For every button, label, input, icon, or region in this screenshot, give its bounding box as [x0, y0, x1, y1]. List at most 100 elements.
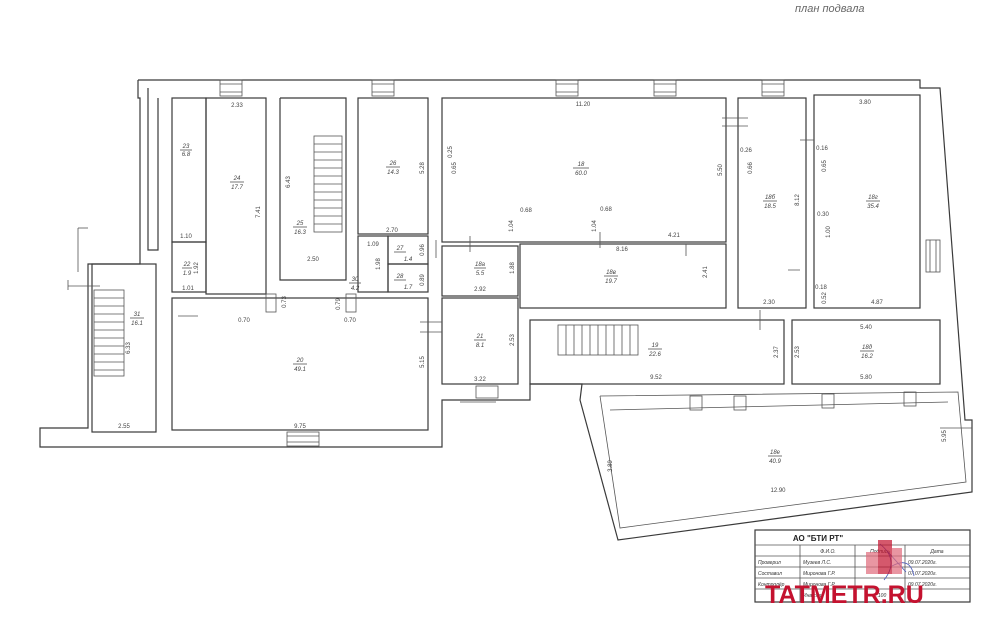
room-area: 1.4 [404, 257, 413, 263]
watermark-logo: TATMETR.RU [765, 540, 924, 609]
dim-label: 0.26 [740, 148, 752, 154]
dim-label: 2.30 [763, 300, 775, 306]
dim-label: 0.68 [600, 207, 612, 213]
room-number: 27 [396, 246, 404, 252]
dim-label: 2.53 [795, 346, 801, 358]
room-number: 20 [296, 358, 304, 364]
stamp-org: АО "БТИ РТ" [793, 534, 843, 543]
room-number: 25 [296, 221, 304, 227]
dim-label: 3.89 [608, 460, 614, 472]
room-18e: 18е 40.9 [768, 450, 782, 465]
dim-label: 1.92 [194, 262, 200, 274]
room-area: 49.1 [294, 367, 306, 373]
dim-label: 0.70 [344, 318, 356, 324]
stamp-date: 07.07.2020г. [908, 571, 937, 577]
room-number: 21 [476, 334, 484, 340]
dim-label: 1.09 [367, 242, 379, 248]
room-28: 281.7 [394, 274, 413, 291]
dim-label: 2.37 [774, 346, 780, 358]
dim-label: 2.55 [118, 424, 130, 430]
stamp-col-date: Дата [929, 549, 943, 555]
dim-label: 2.70 [386, 228, 398, 234]
room-number: 22 [183, 262, 191, 268]
room-number: 26 [389, 161, 397, 167]
dim-label: 1.04 [592, 220, 598, 232]
dim-label: 0.89 [420, 274, 426, 286]
room-area: 5.5 [476, 271, 485, 277]
room-number: 18 [578, 162, 585, 168]
dim-label: 5.80 [860, 375, 872, 381]
watermark-text: TATMETR.RU [765, 581, 924, 609]
dim-label: 5.28 [420, 162, 426, 174]
room-number: 30 [352, 277, 359, 283]
dim-label: 8.16 [616, 247, 628, 253]
dim-label: 0.65 [822, 160, 828, 172]
dim-label: 2.92 [474, 287, 486, 293]
stairs [93, 135, 639, 377]
windows [219, 79, 941, 447]
dimension-labels: 2.33 11.20 3.80 6.43 7.41 5.28 0.25 0.65… [118, 100, 948, 494]
room-18a: 18а 5.5 [474, 262, 486, 277]
dim-label: 6.33 [126, 342, 132, 354]
stamp-person: Миронова Г.Р. [803, 571, 835, 577]
dim-label: 3.80 [859, 100, 871, 106]
dim-label: 6.43 [286, 176, 292, 188]
room-area: 40.9 [769, 459, 781, 465]
room-20: 20 49.1 [293, 358, 307, 373]
dim-label: 3.22 [474, 377, 486, 383]
stamp-date: 09.07.2020г. [908, 582, 937, 588]
dim-label: 0.18 [815, 285, 827, 291]
room-21: 218.1 [474, 334, 486, 349]
dim-label: 0.52 [822, 292, 828, 304]
dim-label: 9.52 [650, 375, 662, 381]
stamp-col-name: Ф.И.О. [820, 549, 836, 555]
dim-label: 1.00 [826, 226, 832, 238]
stamp-role: Составил [758, 571, 782, 577]
room-area: 16.1 [131, 321, 143, 327]
dim-label: 1.01 [182, 286, 194, 292]
room-number: 18в [606, 270, 616, 276]
room-number: 19 [652, 343, 659, 349]
room-area: 14.3 [387, 170, 399, 176]
dim-label: 0.73 [282, 296, 288, 308]
stamp-inventory: Инв.стр. [803, 593, 824, 599]
dim-label: 9.75 [294, 424, 306, 430]
dim-label: 5.50 [718, 164, 724, 176]
dim-label: 2.33 [231, 103, 243, 109]
dim-label: 5.40 [860, 325, 872, 331]
room-area: 19.7 [605, 279, 617, 285]
room-area: 35.4 [867, 204, 879, 210]
room-number: 18е [770, 450, 781, 456]
room-30: 304.2 [349, 277, 361, 292]
dim-label: 0.30 [817, 212, 829, 218]
room-18g: 18г 35.4 [866, 195, 880, 210]
dim-label: 4.21 [668, 233, 680, 239]
doors [67, 117, 972, 429]
room-number: 18г [868, 195, 878, 201]
dim-label: 7.41 [256, 206, 262, 218]
room-number: 18б [765, 195, 776, 201]
room-number: 24 [233, 176, 241, 182]
room-number: 18а [475, 262, 486, 268]
room-walls [91, 94, 941, 433]
dim-label: 5.95 [942, 430, 948, 442]
dim-label: 0.66 [748, 162, 754, 174]
dim-label: 8.12 [795, 194, 801, 206]
room-area: 1.7 [404, 285, 413, 291]
dim-label: 5.15 [420, 356, 426, 368]
stamp-scale: 1:100 [874, 593, 887, 599]
dim-label: 12.90 [770, 488, 786, 494]
room-27: 271.4 [394, 246, 413, 263]
plan-title: план подвала [795, 3, 865, 15]
dim-label: 1.88 [510, 262, 516, 274]
outer-walls [39, 79, 973, 541]
room-area: 6.8 [182, 152, 191, 158]
